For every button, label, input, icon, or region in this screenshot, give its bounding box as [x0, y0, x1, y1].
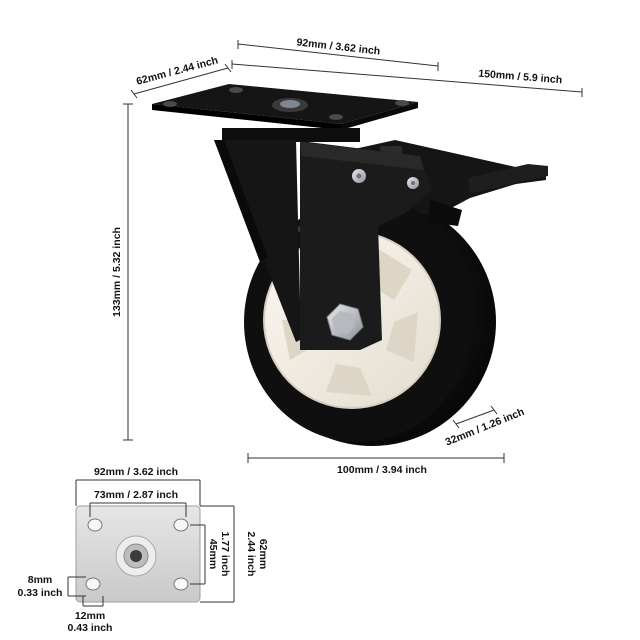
mounting-hole: [85, 577, 101, 591]
top-mounting-plate: [152, 84, 418, 130]
label-plate-depth-in: 2.44 inch: [245, 532, 257, 577]
dim-plate-width: 92mm / 3.62 inch: [75, 466, 201, 506]
dim-overall-height: 133mm / 5.32 inch: [111, 103, 133, 441]
dim-wheel-diameter: 100mm / 3.94 inch: [247, 453, 505, 476]
label-edge-offset-in: 0.33 inch: [18, 587, 63, 599]
label-hole-size-mm: 12mm: [75, 610, 105, 622]
label-plate-width: 92mm / 3.62 inch: [94, 466, 178, 478]
mounting-hole: [173, 577, 189, 591]
label-overall-height: 133mm / 5.32 inch: [111, 227, 123, 317]
plate-dimension-lines: 92mm / 3.62 inch 73mm / 2.87 inch 45mm 1…: [18, 466, 269, 634]
hardware: [326, 169, 419, 341]
label-hole-size-in: 0.43 inch: [68, 622, 113, 634]
mounting-plate-top-view: [75, 505, 201, 603]
label-bolt-spacing-y-in: 1.77 inch: [219, 532, 231, 577]
dim-plate-depth: 62mm 2.44 inch: [200, 505, 269, 603]
label-bolt-spacing-x: 73mm / 2.87 inch: [94, 489, 178, 501]
mounting-hole: [173, 518, 189, 532]
label-top-plate-depth: 62mm / 2.44 inch: [135, 54, 219, 87]
label-bolt-spacing-y-mm: 45mm: [207, 539, 219, 569]
label-overall-length: 150mm / 5.9 inch: [478, 68, 563, 87]
caster-fork: [214, 140, 432, 350]
label-wheel-diameter: 100mm / 3.94 inch: [337, 464, 427, 476]
caster-illustration: [152, 84, 548, 446]
dim-top-plate-span: 92mm / 3.62 inch: [237, 36, 439, 71]
mounting-hole: [87, 518, 103, 532]
dim-bolt-spacing-y: 45mm 1.77 inch: [190, 524, 231, 585]
label-edge-offset-mm: 8mm: [28, 574, 53, 586]
dim-hole-size: 12mm 0.43 inch: [68, 596, 113, 634]
label-plate-depth-mm: 62mm: [257, 539, 269, 569]
dim-bolt-spacing-x: 73mm / 2.87 inch: [89, 489, 187, 517]
label-top-plate-span: 92mm / 3.62 inch: [296, 36, 381, 57]
